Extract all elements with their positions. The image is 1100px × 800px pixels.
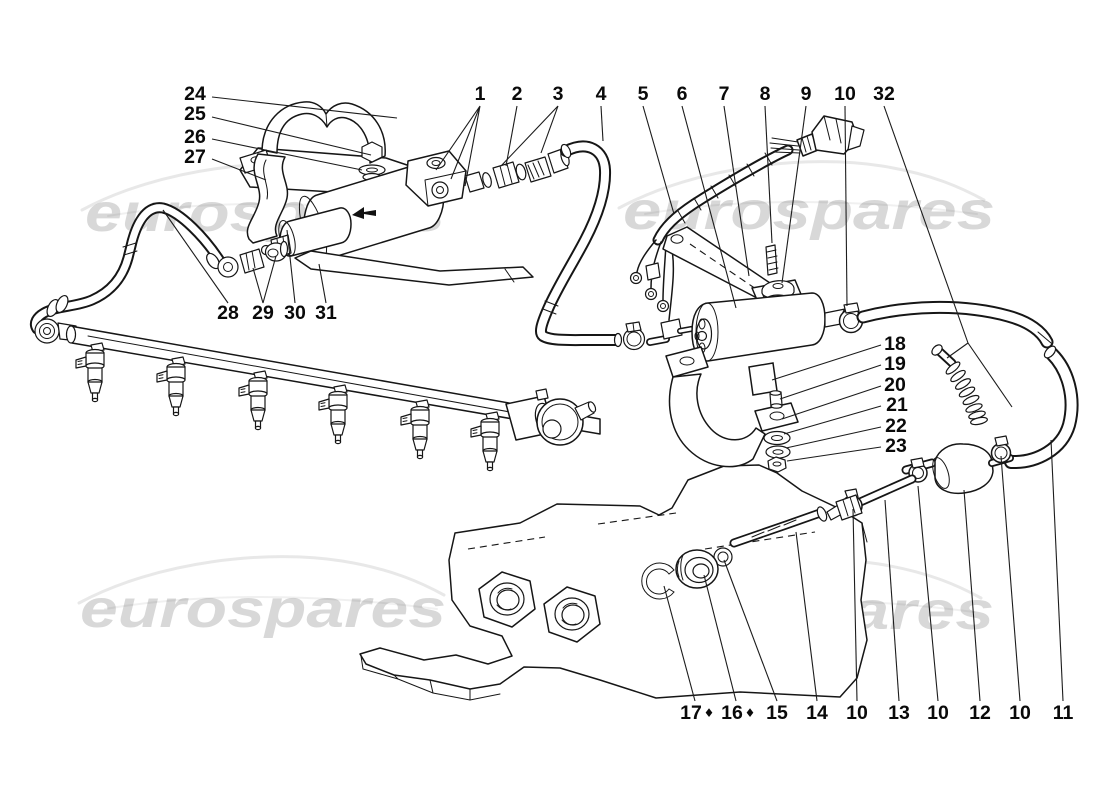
callout-23: 23 (885, 435, 907, 457)
fuel-hose-4 (534, 140, 670, 351)
callout-10d: 10 (1009, 702, 1031, 724)
callout-7: 7 (719, 83, 730, 105)
diamond-mark: ♦ (704, 706, 715, 720)
callout-11: 11 (1053, 702, 1074, 724)
callout-17: 17 (680, 702, 702, 724)
callout-20: 20 (884, 374, 906, 396)
callout-14: 14 (806, 702, 828, 724)
callout-26: 26 (184, 126, 206, 148)
callout-10: 10 (834, 83, 856, 105)
callout-22: 22 (885, 415, 907, 437)
fuel-rail-assembly (29, 202, 601, 472)
right-fuel-pump-assembly (629, 115, 865, 473)
callout-labels: 1 2 3 4 5 6 7 8 9 10 32 24 25 26 27 28 2… (184, 83, 1073, 724)
fuel-injector (238, 370, 268, 431)
callout-25: 25 (184, 103, 206, 125)
callout-9: 9 (801, 83, 812, 105)
callout-1: 1 (475, 83, 486, 105)
watermark-text: eurospares (80, 579, 446, 639)
fuel-injector (470, 411, 500, 472)
callout-4: 4 (596, 83, 607, 105)
tank-flange (359, 464, 868, 701)
callout-29: 29 (252, 302, 274, 324)
callout-10c: 10 (927, 702, 949, 724)
callout-13: 13 (888, 702, 910, 724)
diamond-mark: ♦ (745, 706, 756, 720)
fuel-injector (75, 342, 105, 403)
callout-24: 24 (184, 83, 206, 105)
callout-12: 12 (969, 702, 991, 724)
callout-6: 6 (677, 83, 688, 105)
callout-27: 27 (184, 146, 206, 168)
callout-10b: 10 (846, 702, 868, 724)
fuel-injector (400, 399, 430, 460)
left-fuel-pump-assembly (239, 101, 570, 286)
callout-19: 19 (884, 353, 906, 375)
callout-31: 31 (315, 302, 337, 324)
callout-3: 3 (553, 83, 564, 105)
callout-16: 16 (721, 702, 743, 724)
pressure-regulator (505, 388, 597, 446)
callout-8: 8 (760, 83, 771, 105)
callout-32: 32 (873, 83, 895, 105)
callout-5: 5 (638, 83, 649, 105)
callout-2: 2 (512, 83, 523, 105)
callout-21: 21 (886, 394, 908, 416)
leader-lines (162, 96, 1064, 702)
delivery-line-group (641, 300, 1079, 600)
fuel-injector (318, 384, 348, 445)
callout-30: 30 (284, 302, 306, 324)
callout-18: 18 (884, 333, 906, 355)
fuel-injector (156, 356, 186, 417)
callout-28: 28 (217, 302, 239, 324)
callout-15: 15 (766, 702, 788, 724)
